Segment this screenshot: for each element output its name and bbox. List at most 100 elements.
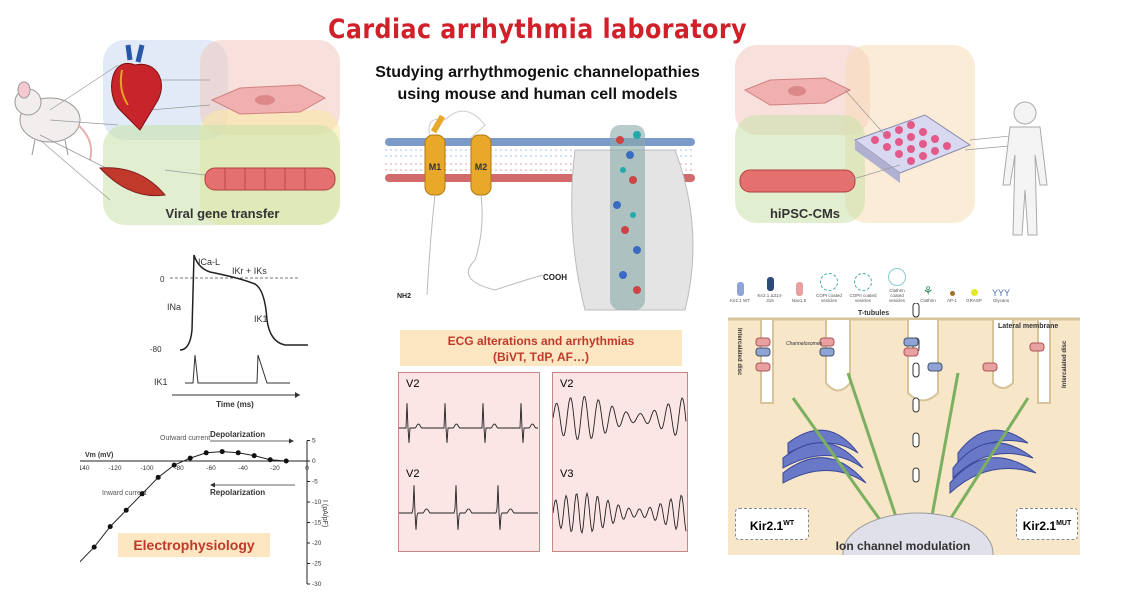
ik1-trace-label: IK1 bbox=[154, 377, 168, 387]
ik1-trace bbox=[185, 354, 290, 384]
iv-data-point bbox=[267, 457, 273, 463]
electrophysiology-label: Electrophysiology bbox=[118, 533, 270, 557]
ecg-panel-right: V2 V3 bbox=[552, 372, 688, 552]
iv-ylabel: I (pA/pF) bbox=[321, 500, 328, 527]
ecg-panel-left: V2 V2 bbox=[398, 372, 540, 552]
legend-nav: Nav1.5 bbox=[788, 282, 810, 303]
legend-kir-wt: Kir2.1 WT bbox=[728, 282, 752, 303]
kir21-mut-label: Kir2.1 bbox=[1022, 519, 1057, 533]
nh2-label: NH2 bbox=[397, 293, 411, 300]
iv-data-point bbox=[91, 544, 97, 550]
iv-data-point bbox=[203, 450, 209, 456]
minus80-mv-label: -80 bbox=[150, 345, 162, 354]
y-tick-label: 0 bbox=[312, 458, 316, 465]
ina-label: INa bbox=[167, 302, 181, 312]
lateral-membrane-label: Lateral membrane bbox=[998, 323, 1058, 330]
x-tick-label: -80 bbox=[174, 465, 184, 472]
action-potential-figure: 0 -80 ICa-L IKr + IKs INa IK1 IK1 Time (… bbox=[150, 254, 308, 409]
iv-data-point bbox=[219, 449, 225, 455]
iv-data-point bbox=[123, 507, 129, 513]
subtitle-line-2: using mouse and human cell models bbox=[397, 86, 678, 103]
ical-label: ICa-L bbox=[198, 257, 220, 267]
iv-data-point bbox=[155, 474, 161, 480]
iv-data-point bbox=[139, 491, 145, 497]
ecg-lead-label: V2 bbox=[406, 378, 420, 390]
kir21-wt-label: Kir2.1 bbox=[749, 519, 784, 533]
y-tick-label: -30 bbox=[312, 581, 322, 588]
iv-curve-chart: Vm (mV) I (pA/pF) Outward current Inward… bbox=[80, 430, 328, 588]
nucleus bbox=[842, 512, 994, 555]
x-tick-label: -40 bbox=[238, 465, 248, 472]
skeletal-muscle-icon bbox=[98, 167, 166, 197]
mut-superscript: MUT bbox=[1056, 520, 1072, 527]
inward-current-label: Inward current bbox=[102, 490, 147, 497]
mouse-illustration bbox=[14, 44, 336, 201]
ion-channel-panel: Kir2.1 WT Kir2.1 Δ314-315 Nav1.5 COPI co… bbox=[728, 255, 1080, 555]
ecg-title-line-1: ECG alterations and arrhythmias bbox=[447, 334, 635, 348]
iv-line bbox=[80, 451, 287, 563]
t-tubules-label: T-tubules bbox=[858, 310, 889, 317]
y-tick-label: -5 bbox=[312, 479, 318, 486]
iv-data-point bbox=[107, 524, 113, 530]
legend-ap1: AP-1 bbox=[944, 291, 960, 303]
legend-kir-mut: Kir2.1 Δ314-315 bbox=[756, 277, 784, 303]
human-illustration bbox=[739, 77, 1048, 236]
ecg-trace bbox=[399, 403, 538, 443]
ion-channel-caption: Ion channel modulation bbox=[835, 539, 971, 553]
viral-gene-transfer-label: Viral gene transfer bbox=[165, 206, 280, 221]
legend: Kir2.1 WT Kir2.1 Δ314-315 Nav1.5 COPI co… bbox=[728, 255, 1080, 303]
human-figure-icon bbox=[1002, 101, 1048, 236]
y-tick-label: -10 bbox=[312, 499, 322, 506]
ecg-lead-label: V2 bbox=[406, 468, 420, 480]
iv-data-point bbox=[251, 453, 257, 459]
cooh-label: COOH bbox=[543, 273, 567, 282]
iv-data-point bbox=[235, 450, 241, 456]
legend-grasp: GRASP bbox=[964, 289, 984, 303]
ecg-lead-label: V2 bbox=[560, 378, 574, 390]
y-tick-label: -20 bbox=[312, 540, 322, 547]
x-tick-label: -60 bbox=[206, 465, 216, 472]
ecg-trace bbox=[553, 395, 687, 440]
legend-clathrin-vesicle: Clathrin coated vesicles bbox=[882, 268, 912, 303]
channel-structure-figure: M1 M2 NH2 COOH bbox=[385, 110, 695, 311]
microtubules bbox=[791, 372, 1030, 539]
legend-copi: COPI coated vesicles bbox=[814, 273, 844, 303]
cardiomyocyte-icon bbox=[210, 84, 327, 115]
muscle-fiber-icon bbox=[739, 169, 856, 193]
repolarization-label: Repolarization bbox=[210, 488, 265, 497]
ap-trace bbox=[179, 254, 308, 351]
legend-clathrin: ⚘Clathrin bbox=[920, 284, 936, 303]
intercalated-disc-right-label: Intercalated disc bbox=[1062, 340, 1068, 388]
y-tick-label: -15 bbox=[312, 520, 322, 527]
muscle-fiber-icon bbox=[204, 167, 336, 191]
ecg-title-box: ECG alterations and arrhythmias (BiVT, T… bbox=[400, 330, 682, 366]
x-tick-label: -20 bbox=[270, 465, 280, 472]
x-tick-label: -140 bbox=[80, 465, 90, 472]
kir21-mut-box: Kir2.1MUT bbox=[1016, 508, 1078, 540]
x-tick-label: 0 bbox=[305, 465, 309, 472]
channels bbox=[755, 337, 1045, 372]
zero-mv-label: 0 bbox=[160, 275, 165, 284]
y-tick-label: -25 bbox=[312, 561, 322, 568]
m1-label: M1 bbox=[429, 162, 442, 172]
ecg-lead-label: V3 bbox=[560, 468, 574, 480]
ecg-title-line-2: (BiVT, TdP, AF…) bbox=[493, 350, 589, 364]
channel-protein-structure bbox=[571, 125, 694, 311]
iv-xlabel: Vm (mV) bbox=[85, 452, 113, 459]
wt-superscript: WT bbox=[783, 520, 795, 527]
ecg-trace bbox=[553, 491, 687, 535]
cell-culture-plate-icon bbox=[853, 114, 972, 183]
mouse-icon bbox=[14, 81, 93, 161]
iv-data-point bbox=[171, 462, 177, 468]
x-tick-label: -100 bbox=[140, 465, 153, 472]
time-axis-label: Time (ms) bbox=[216, 400, 254, 409]
intercalated-disc-left-label: Intercalated disc bbox=[736, 328, 742, 376]
y-tick-label: 5 bbox=[312, 438, 316, 445]
cardiomyocyte-icon bbox=[743, 77, 852, 106]
muscle-tile bbox=[735, 115, 865, 223]
channelosomes-label: Channelosomes bbox=[786, 341, 823, 347]
subtitle-line-1: Studying arrhythmogenic channelopathies bbox=[375, 64, 700, 81]
depolarization-label: Depolarization bbox=[210, 430, 265, 439]
x-tick-label: -120 bbox=[108, 465, 121, 472]
